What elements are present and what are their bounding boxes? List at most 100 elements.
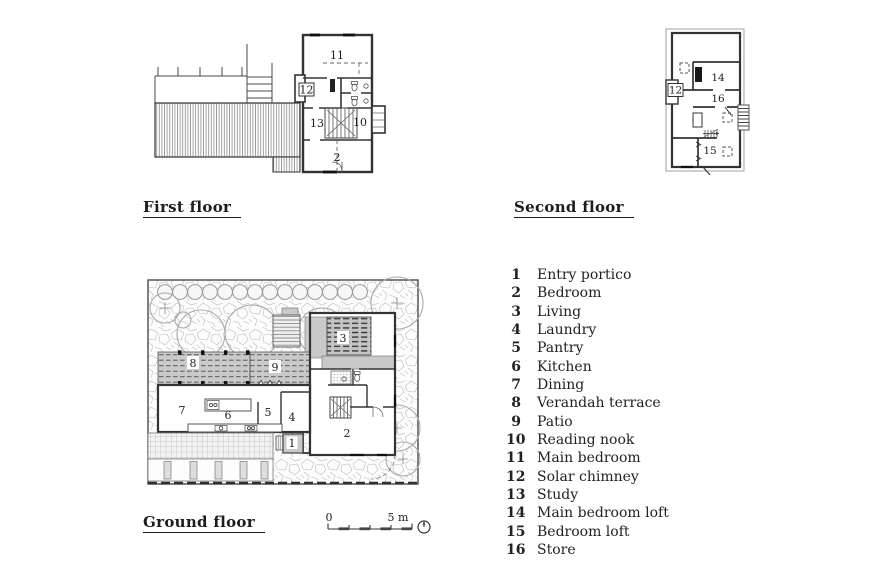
legend-item: 16 Store — [506, 541, 669, 559]
room-label-ground-3: 3 — [340, 332, 347, 345]
scale-zero-label: 0 — [326, 511, 333, 524]
room-label-first-11: 11 — [330, 49, 344, 62]
building-outline — [670, 31, 742, 169]
room-label-first-2: 2 — [334, 151, 341, 164]
legend-item-number: 16 — [506, 542, 526, 559]
second-floor-plan: 12 14 16 15 — [665, 28, 750, 175]
second-floor-title: Second floor — [514, 199, 634, 218]
room-label-first-12: 12 — [300, 84, 314, 97]
legend-item-number: 9 — [511, 413, 521, 430]
legend-item: 3 Living — [506, 303, 669, 321]
first-floor-title: First floor — [143, 199, 242, 218]
legend-item-label: Reading nook — [537, 432, 635, 449]
door-leaf — [702, 166, 711, 175]
ground-floor-title: Ground floor — [143, 514, 265, 533]
legend-item-label: Patio — [537, 413, 573, 430]
window-mark — [681, 165, 693, 169]
room-label-first-13: 13 — [310, 117, 324, 130]
paved-court — [147, 432, 274, 482]
legend-item-label: Living — [537, 303, 582, 320]
legend-item-label: Kitchen — [537, 358, 592, 375]
skylights-dashed — [679, 62, 733, 157]
legend-item-label: Entry portico — [537, 267, 632, 283]
legend-item-number: 7 — [511, 377, 521, 394]
north-arrow-icon — [417, 520, 431, 534]
label-halos — [187, 331, 349, 449]
room-label-second-15: 15 — [703, 145, 716, 157]
room-label-ground-4: 4 — [289, 411, 296, 424]
legend-item: 8 Verandah terrace — [506, 394, 669, 412]
legend-item-number: 3 — [511, 303, 521, 320]
verandah-terrace — [157, 350, 311, 386]
door-arc — [331, 161, 343, 173]
legend-item-number: 8 — [511, 395, 521, 412]
roof-hatch — [154, 102, 301, 173]
section-breaks — [695, 141, 702, 162]
legend-item-number: 14 — [506, 505, 526, 522]
room-label-ground-6: 6 — [225, 409, 232, 422]
legend-item: 5 Pantry — [506, 339, 669, 357]
scale-bar-graphic — [327, 523, 413, 531]
room-label-ground-5: 5 — [265, 406, 272, 419]
bathroom — [330, 370, 361, 385]
room-label-first-10: 10 — [353, 116, 367, 129]
room-label-ground-2: 2 — [344, 427, 351, 440]
legend-item-label: Main bedroom — [537, 450, 641, 467]
gate-arc-dashed — [370, 454, 396, 480]
legend-item-number: 13 — [506, 487, 526, 504]
first-floor-plan: 11 12 13 10 2 — [154, 33, 386, 174]
legend-item-label: Store — [537, 542, 576, 559]
kitchen-fixtures — [187, 398, 283, 438]
hedge-row — [157, 284, 368, 300]
legend-item: 12 Solar chimney — [506, 468, 669, 486]
scale-five-label: 5 m — [388, 511, 409, 524]
room-label-ground-7: 7 — [179, 404, 186, 417]
legend-item-label: Laundry — [537, 322, 597, 339]
legend-item: 2 Bedroom — [506, 284, 669, 302]
legend-item-label: Dining — [537, 377, 585, 394]
legend-item: 4 Laundry — [506, 321, 669, 339]
room-label-second-12: 12 — [669, 85, 682, 97]
legend-item-number: 15 — [506, 523, 526, 540]
legend-item-label: Main bedroom loft — [537, 505, 669, 522]
stairs — [329, 396, 352, 419]
legend-item: 7 Dining — [506, 376, 669, 394]
legend-item-label: Pantry — [537, 340, 584, 357]
legend-item-label: Solar chimney — [537, 468, 639, 485]
solar-chimney-shaft — [330, 79, 335, 92]
bath-fixtures — [351, 81, 369, 107]
door-arc — [372, 406, 384, 418]
legend-item-label: Bedroom — [537, 285, 602, 302]
label-box-12 — [298, 82, 315, 97]
chimney-fill — [695, 67, 702, 82]
legend-item: 15 Bedroom loft — [506, 523, 669, 541]
legend-item: 9 Patio — [506, 413, 669, 431]
legend-item: 11 Main bedroom — [506, 449, 669, 467]
legend-item-number: 10 — [506, 432, 526, 449]
ground-floor-plan: 8 9 3 7 6 5 4 1 2 — [147, 276, 424, 485]
legend-item-number: 4 — [511, 322, 521, 339]
legend-item-label: Study — [537, 487, 579, 504]
legend-item-label: Bedroom loft — [537, 523, 630, 540]
dashed-lines — [323, 62, 368, 172]
legend-item-number: 6 — [511, 358, 521, 375]
legend-item-label: Verandah terrace — [537, 395, 661, 412]
room-label-second-14: 14 — [711, 72, 725, 84]
label-box-12 — [667, 83, 684, 97]
legend-item-number: 5 — [511, 340, 521, 357]
deck-steps — [272, 307, 301, 348]
legend-item: 10 Reading nook — [506, 431, 669, 449]
stairs — [324, 107, 358, 139]
legend-item: 14 Main bedroom loft — [506, 504, 669, 522]
legend-item-number: 11 — [506, 450, 526, 467]
room-label-ground-1: 1 — [289, 437, 296, 450]
pergola-edge — [154, 44, 273, 103]
legend-item-number: 2 — [511, 285, 521, 302]
small-stair — [703, 128, 719, 138]
scale-bar: 0 5 m — [326, 511, 431, 534]
legend-item-number: 12 — [506, 468, 526, 485]
exterior-stair — [737, 104, 750, 131]
